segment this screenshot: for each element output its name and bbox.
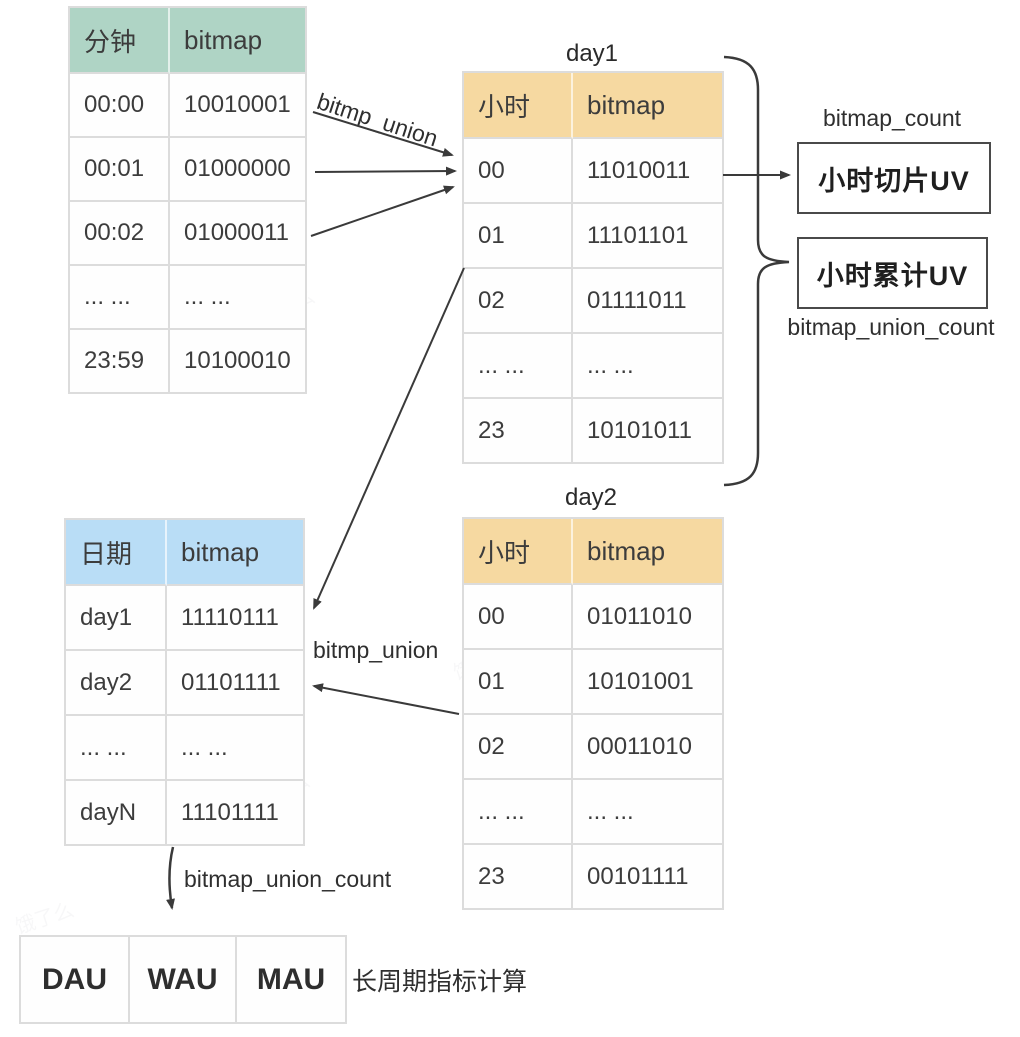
table-cell: ... ...: [167, 716, 305, 781]
table-row: 02 00011010: [464, 715, 724, 780]
table-cell: 00:00: [70, 74, 170, 138]
table-row: 01 10101001: [464, 650, 724, 715]
table-cell: 01011010: [573, 585, 724, 650]
table-cell: 10101001: [573, 650, 724, 715]
table-row: 00:01 01000000: [70, 138, 307, 202]
table-cell: 00101111: [573, 845, 724, 910]
table-cell: 23: [464, 399, 573, 464]
table-row: ... ... ... ...: [66, 716, 305, 781]
table-cell: dayN: [66, 781, 167, 846]
column-header-bitmap: bitmap: [573, 519, 724, 585]
table-header-row: 分钟 bitmap: [70, 8, 307, 74]
table-cell: 01: [464, 204, 573, 269]
hour-slice-uv-box: 小时切片UV: [797, 142, 991, 214]
table-cell: 11110111: [167, 586, 305, 651]
table-row: 01 11101101: [464, 204, 724, 269]
table-header-row: 日期 bitmap: [66, 520, 305, 586]
table-cell: 00: [464, 139, 573, 204]
table-cell: 02: [464, 715, 573, 780]
column-header-minute: 分钟: [70, 8, 170, 74]
table-cell: day2: [66, 651, 167, 716]
table-row: dayN 11101111: [66, 781, 305, 846]
day1-table-title: day1: [565, 40, 619, 67]
table-cell: 02: [464, 269, 573, 334]
arrow-day1-to-date-table: [313, 267, 465, 610]
watermark: 饿了么: [12, 899, 77, 939]
wau-cell: WAU: [130, 937, 237, 1024]
bitmp-union-day-label: bitmp_union: [313, 637, 439, 663]
column-header-date: 日期: [66, 520, 167, 586]
day2-hour-bitmap-table: 小时 bitmap 00 01011010 01 10101001 02 000…: [462, 517, 724, 910]
table-cell: 00:01: [70, 138, 170, 202]
table-cell: 10101011: [573, 399, 724, 464]
table-cell: ... ...: [70, 266, 170, 330]
day1-hour-bitmap-table: 小时 bitmap 00 11010011 01 11101101 02 011…: [462, 71, 724, 464]
table-cell: day1: [66, 586, 167, 651]
table-row: 00 11010011: [464, 139, 724, 204]
table-cell: ... ...: [573, 334, 724, 399]
table-cell: 00:02: [70, 202, 170, 266]
minute-bitmap-table: 分钟 bitmap 00:00 10010001 00:01 01000000 …: [68, 6, 307, 394]
table-row: 00:00 10010001: [70, 74, 307, 138]
arrow-day2-to-date-table: [312, 683, 460, 715]
table-cell: ... ...: [170, 266, 307, 330]
table-cell: 11101111: [167, 781, 305, 846]
table-cell: ... ...: [66, 716, 167, 781]
table-cell: ... ...: [464, 334, 573, 399]
table-cell: 01: [464, 650, 573, 715]
bitmap-union-count-date-label: bitmap_union_count: [184, 866, 392, 892]
table-row: ... ... ... ...: [70, 266, 307, 330]
column-header-bitmap: bitmap: [170, 8, 307, 74]
table-row: day2 01101111: [66, 651, 305, 716]
date-bitmap-table: 日期 bitmap day1 11110111 day2 01101111 ..…: [64, 518, 305, 846]
table-cell: 10010001: [170, 74, 307, 138]
arrow-minute0001-to-day1: [314, 166, 457, 176]
table-cell: 01000011: [170, 202, 307, 266]
table-row: 02 01111011: [464, 269, 724, 334]
table-cell: 11010011: [573, 139, 724, 204]
column-header-hour: 小时: [464, 519, 573, 585]
table-cell: 01101111: [167, 651, 305, 716]
table-cell: 01000000: [170, 138, 307, 202]
hour-cumulative-uv-box: 小时累计UV: [797, 237, 988, 309]
table-cell: 23:59: [70, 330, 170, 394]
period-metrics-table: DAU WAU MAU: [19, 935, 347, 1024]
table-cell: 10100010: [170, 330, 307, 394]
table-cell: 23: [464, 845, 573, 910]
table-cell: 00011010: [573, 715, 724, 780]
long-period-caption: 长周期指标计算: [352, 968, 528, 996]
bitmap-union-count-hour-label: bitmap_union_count: [787, 314, 995, 340]
table-row: 23 00101111: [464, 845, 724, 910]
mau-cell: MAU: [237, 937, 347, 1024]
table-cell: 11101101: [573, 204, 724, 269]
table-row: ... ... ... ...: [464, 334, 724, 399]
table-cell: 00: [464, 585, 573, 650]
table-cell: ... ...: [573, 780, 724, 845]
curly-brace-day1-span: [723, 55, 790, 487]
table-cell: ... ...: [464, 780, 573, 845]
table-row: ... ... ... ...: [464, 780, 724, 845]
table-header-row: 小时 bitmap: [464, 73, 724, 139]
column-header-hour: 小时: [464, 73, 573, 139]
table-cell: 01111011: [573, 269, 724, 334]
bitmap-count-label: bitmap_count: [822, 105, 962, 131]
column-header-bitmap: bitmap: [167, 520, 305, 586]
table-row: 23 10101011: [464, 399, 724, 464]
arrow-date-to-period-table: [166, 846, 175, 910]
table-header-row: 小时 bitmap: [464, 519, 724, 585]
column-header-bitmap: bitmap: [573, 73, 724, 139]
table-row: 00 01011010: [464, 585, 724, 650]
table-row: 00:02 01000011: [70, 202, 307, 266]
bitmp-union-minute-label: bitmp_union: [313, 88, 442, 152]
arrow-minute0002-to-day1: [310, 185, 455, 237]
table-row: day1 11110111: [66, 586, 305, 651]
dau-cell: DAU: [21, 937, 130, 1024]
table-row: 23:59 10100010: [70, 330, 307, 394]
day2-table-title: day2: [564, 484, 618, 511]
